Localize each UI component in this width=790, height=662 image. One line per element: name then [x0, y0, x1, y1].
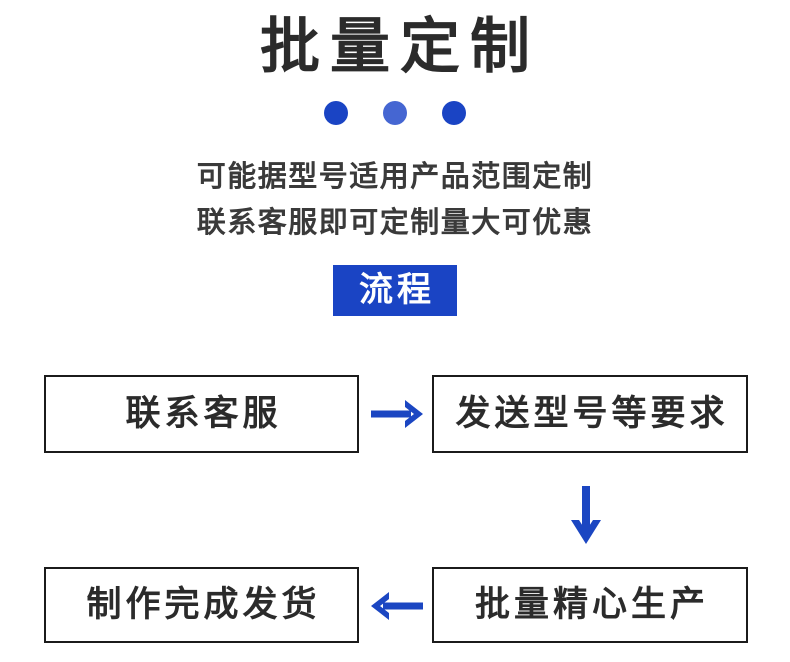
- flow-step-send-model-label: 发送型号等要求: [455, 394, 729, 433]
- flow-step-production[interactable]: 批量精心生产: [432, 567, 748, 643]
- decorative-dot-1: [324, 101, 348, 125]
- flow-step-shipping[interactable]: 制作完成发货: [44, 567, 359, 643]
- flow-step-contact-label: 联系客服: [125, 394, 282, 433]
- dot-indicator-row: [0, 101, 790, 125]
- arrow-left-icon: [371, 592, 423, 620]
- arrow-down-icon: [571, 486, 601, 544]
- page-title: 批量定制: [260, 13, 540, 80]
- arrow-right-icon: [371, 400, 423, 428]
- section-badge-wrapper: 流程: [0, 265, 790, 316]
- subtitle-line-1: 可能据型号适用产品范围定制: [196, 161, 594, 193]
- process-badge: 流程: [333, 265, 457, 316]
- flow-step-contact[interactable]: 联系客服: [44, 375, 359, 453]
- subtitle-line-2: 联系客服即可定制量大可优惠: [196, 207, 594, 239]
- decorative-dot-3: [442, 101, 466, 125]
- flow-step-send-model[interactable]: 发送型号等要求: [432, 375, 748, 453]
- flow-step-shipping-label: 制作完成发货: [86, 585, 321, 624]
- flow-step-production-label: 批量精心生产: [474, 585, 709, 624]
- decorative-dot-2: [383, 101, 407, 125]
- subtitle-block: 可能据型号适用产品范围定制 联系客服即可定制量大可优惠: [0, 154, 790, 246]
